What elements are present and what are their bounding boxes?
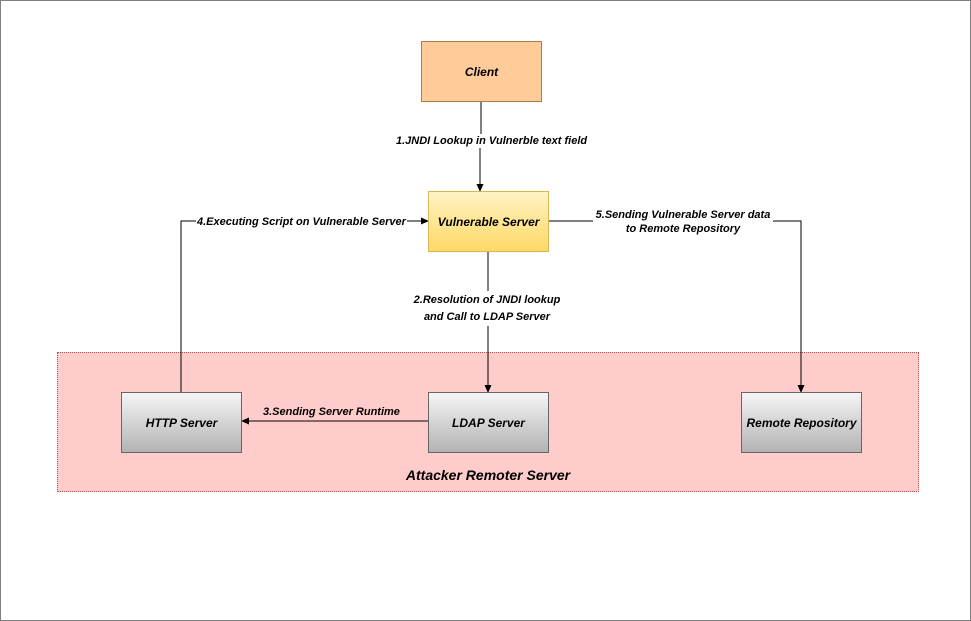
edge-label-step5-line2: to Remote Repository [625,223,741,235]
edge-label-step2-line2: and Call to LDAP Server [423,311,551,323]
client-node-label: Client [464,64,499,79]
vulnerable-server-node-label: Vulnerable Server [437,214,540,229]
edge-label-step5-line1: 5.Sending Vulnerable Server data [595,209,771,221]
edge-label-step2: 2.Resolution of JNDI lookup and Call to … [411,291,563,326]
http-server-node-label: HTTP Server [145,415,218,430]
vulnerable-server-node: Vulnerable Server [428,191,549,252]
http-server-node: HTTP Server [121,392,242,453]
ldap-server-node-label: LDAP Server [452,415,525,430]
edge-vulnerable-to-repository [549,220,805,393]
edge-label-step3: 3.Sending Server Runtime [261,405,402,419]
ldap-server-node: LDAP Server [428,392,549,453]
remote-repository-node: Remote Repository [741,392,862,453]
edge-label-step2-line1: 2.Resolution of JNDI lookup [413,294,561,306]
edge-label-step5: 5.Sending Vulnerable Server data to Remo… [593,208,773,236]
remote-repository-node-label: Remote Repository [746,415,857,430]
attacker-zone-label: Attacker Remoter Server [405,467,571,483]
client-node: Client [421,41,542,102]
edge-http-to-vulnerable [180,217,429,392]
edge-label-step4: 4.Executing Script on Vulnerable Server [196,215,407,229]
edge-label-step1: 1.JNDI Lookup in Vulnerble text field [394,134,590,148]
